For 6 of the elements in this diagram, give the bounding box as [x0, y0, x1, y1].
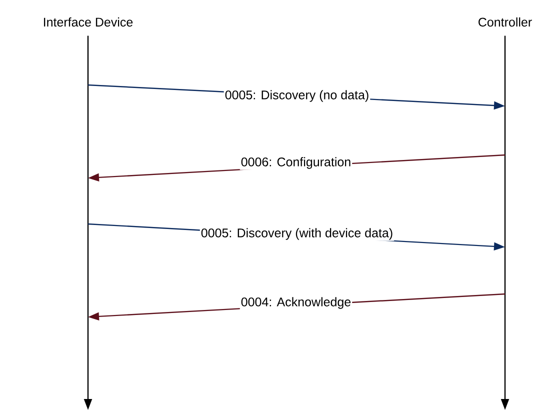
lifeline-title: Interface Device	[44, 17, 133, 27]
edge-label: 0005: Discovery (with device data)	[200, 227, 394, 241]
edge-label: 0004: Acknowledge	[240, 296, 352, 310]
edge-label: 0005: Discovery (no data)	[224, 89, 370, 103]
edge-label: 0006: Configuration	[240, 156, 352, 170]
lifeline-title: Controller	[478, 17, 532, 27]
